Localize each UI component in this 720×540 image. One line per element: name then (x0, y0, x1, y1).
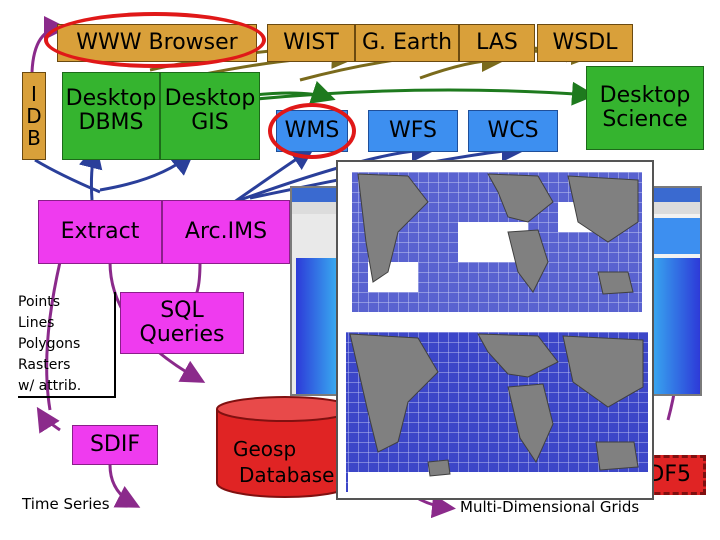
extract-label: Extract (60, 218, 140, 244)
database-cylinder-shape (216, 396, 354, 498)
arcims-label: Arc.IMS (184, 218, 268, 244)
desktop-science-line1: Desktop (599, 82, 691, 108)
desktop-gis-line2: GIS (191, 110, 229, 136)
sql-queries-box: SQL Queries (120, 292, 244, 354)
sdif-box: SDIF (72, 425, 158, 465)
hdf5-label: DF5 (647, 461, 691, 487)
multi-dim-grids-label: Multi-Dimensional Grids (460, 498, 640, 516)
wsdl-box: WSDL (537, 24, 633, 62)
arcims-box: Arc.IMS (162, 200, 290, 264)
geospatial-db-line2: Database (239, 463, 335, 487)
wcs-box: WCS (468, 110, 558, 152)
world-grid-map (342, 168, 652, 498)
desktop-dbms-box: Desktop DBMS (62, 72, 160, 160)
sql-queries-line2: Queries (139, 322, 225, 347)
idb-box: I D B (22, 72, 46, 160)
desktop-science-line2: Science (602, 107, 688, 132)
wist-box: WIST (267, 24, 355, 62)
las-box: LAS (459, 24, 535, 62)
legend-bar (652, 218, 700, 254)
geospatial-db-line1: Geosp (233, 437, 297, 461)
wist-label: WIST (283, 29, 339, 55)
wfs-label: WFS (389, 117, 437, 143)
wcs-label: WCS (487, 117, 539, 143)
feature-type-item: Points (18, 294, 61, 310)
wsdl-label: WSDL (552, 29, 618, 55)
time-series-label: Time Series (22, 495, 110, 513)
extract-box: Extract (38, 200, 162, 264)
feature-type-item: Polygons (18, 336, 81, 352)
feature-type-item: Rasters (18, 357, 71, 373)
desktop-gis-line1: Desktop (164, 86, 256, 111)
idb-letter-1: I (31, 82, 37, 106)
wfs-box: WFS (368, 110, 458, 152)
desktop-gis-box: Desktop GIS (160, 72, 260, 160)
geospatial-database-cylinder: Geosp Database (215, 395, 355, 500)
world-grid-map-screenshot (336, 160, 654, 500)
idb-letter-3: B (27, 126, 41, 150)
desktop-dbms-line1: Desktop (65, 86, 157, 111)
feature-types-list: Points Lines Polygons Rasters w/ attrib. (18, 292, 116, 398)
wms-highlight (268, 103, 356, 159)
google-earth-label: G. Earth (361, 29, 453, 55)
desktop-science-box: Desktop Science (586, 66, 704, 150)
feature-type-item: Lines (18, 315, 55, 331)
google-earth-box: G. Earth (355, 24, 459, 62)
sdif-label: SDIF (89, 431, 141, 457)
idb-letter-2: D (26, 104, 42, 128)
las-label: LAS (476, 29, 518, 55)
feature-type-item: w/ attrib. (18, 378, 82, 394)
www-browser-highlight (44, 12, 266, 68)
desktop-dbms-line2: DBMS (78, 110, 144, 136)
sql-queries-line1: SQL (160, 297, 204, 323)
